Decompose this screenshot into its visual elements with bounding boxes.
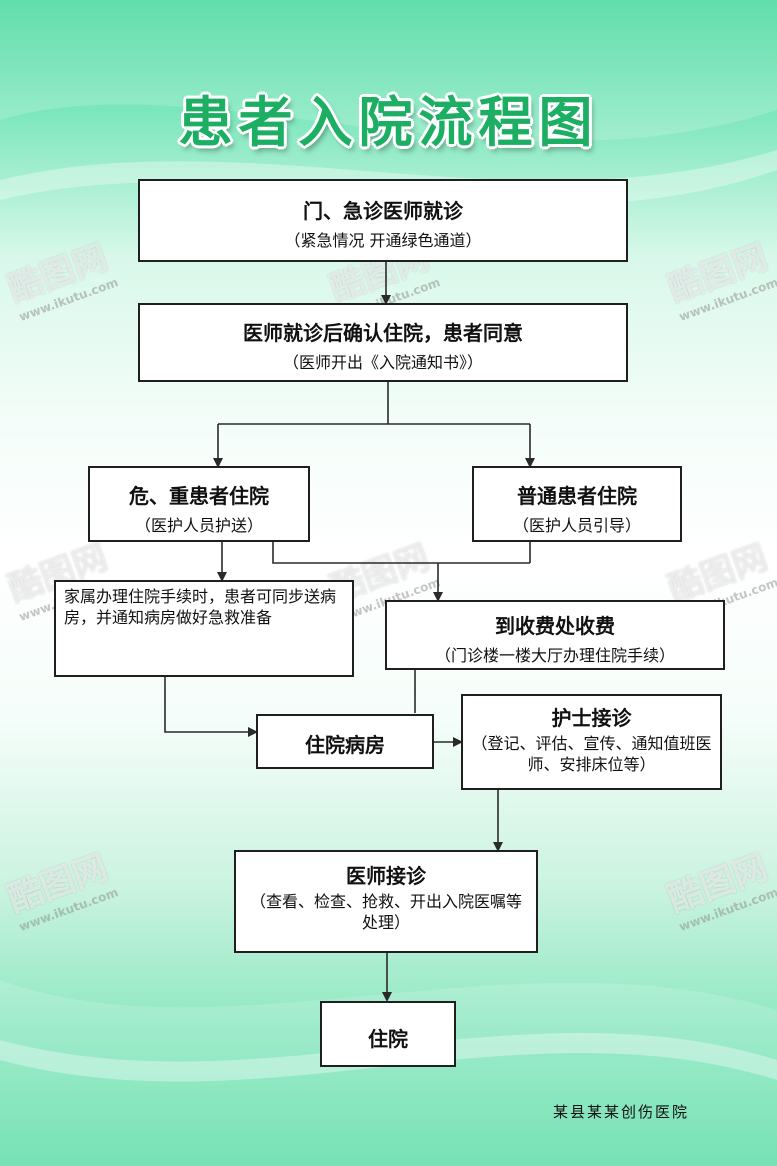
node-nurse-sub: （登记、评估、宣传、通知值班医师、安排床位等）	[471, 734, 712, 774]
node-admit-title: 住院	[368, 1027, 408, 1051]
node-ward-title: 住院病房	[305, 733, 385, 757]
hospital-name: 某县某某创伤医院	[553, 1103, 690, 1121]
node-ward: 住院病房	[256, 714, 434, 769]
node-billing-sub: （门诊楼一楼大厅办理住院手续）	[434, 646, 675, 665]
arrow-family-to-ward	[164, 677, 258, 737]
node-critical-title: 危、重患者住院	[129, 484, 269, 508]
node-family-text: 家属办理住院手续时，患者可同步送病房，并通知病房做好急救准备	[64, 587, 337, 628]
node-doctor-sub: （查看、检查、抢救、开出入院医嘱等处理）	[249, 892, 522, 932]
node-family: 家属办理住院手续时，患者可同步送病房，并通知病房做好急救准备	[54, 580, 354, 677]
node-doctor: 医师接诊 （查看、检查、抢救、开出入院医嘱等处理）	[234, 850, 538, 953]
node-admit: 住院	[320, 1001, 456, 1067]
node-billing: 到收费处收费 （门诊楼一楼大厅办理住院手续）	[385, 600, 725, 670]
node-critical-sub: （医护人员护送）	[134, 516, 263, 535]
split-connector	[218, 382, 530, 425]
node-normal-title: 普通患者住院	[517, 484, 637, 508]
node-normal-sub: （医护人员引导）	[512, 516, 641, 535]
node-nurse: 护士接诊 （登记、评估、宣传、通知值班医师、安排床位等）	[461, 694, 722, 790]
node-visit-title: 门、急诊医师就诊	[303, 199, 463, 223]
merge-connector	[272, 542, 531, 564]
node-nurse-title: 护士接诊	[551, 706, 632, 730]
node-confirm-sub: （医师开出《入院通知书》）	[282, 353, 483, 372]
node-confirm: 医师就诊后确认住院，患者同意 （医师开出《入院通知书》）	[138, 303, 628, 382]
node-normal: 普通患者住院 （医护人员引导）	[472, 466, 682, 542]
node-billing-title: 到收费处收费	[495, 614, 615, 638]
node-confirm-title: 医师就诊后确认住院，患者同意	[243, 321, 523, 345]
node-visit: 门、急诊医师就诊 （紧急情况 开通绿色通道）	[138, 179, 628, 262]
node-visit-sub: （紧急情况 开通绿色通道）	[284, 231, 482, 250]
node-doctor-title: 医师接诊	[346, 864, 426, 888]
node-critical: 危、重患者住院 （医护人员护送）	[88, 466, 310, 542]
page-title: 患者入院流程图	[178, 91, 599, 154]
